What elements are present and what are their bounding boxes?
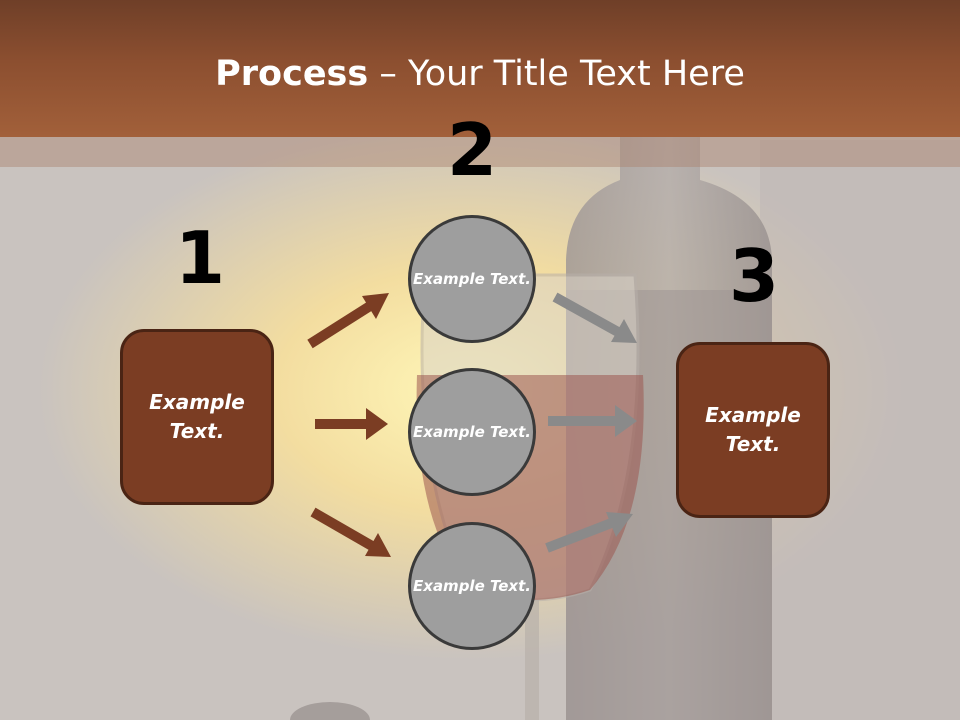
slide-title: Process – Your Title Text Here: [0, 52, 960, 96]
step-3-text: Example Text.: [705, 403, 801, 456]
title-rest: – Your Title Text Here: [368, 54, 745, 94]
arrow-1-to-middle: [315, 408, 388, 440]
step-1-text: Example Text.: [149, 390, 245, 443]
step-number-2: 2: [446, 108, 498, 192]
title-bold: Process: [215, 54, 369, 94]
step-number-3: 3: [728, 234, 780, 318]
arrow-1-to-top: [307, 293, 389, 349]
step-2-circle-top[interactable]: Example Text.: [408, 215, 536, 343]
step-number-1: 1: [174, 216, 226, 300]
step-2-circle-middle[interactable]: Example Text.: [408, 368, 536, 496]
arrow-middle-to-3: [548, 405, 637, 437]
title-band: [0, 0, 960, 137]
step-1-box[interactable]: Example Text.: [120, 329, 274, 505]
circle-bottom-text: Example Text.: [413, 576, 531, 595]
circle-top-text: Example Text.: [413, 269, 531, 288]
title-band-fade: [0, 137, 960, 167]
circle-middle-text: Example Text.: [413, 422, 531, 441]
arrow-1-to-bottom: [310, 507, 391, 557]
step-2-circle-bottom[interactable]: Example Text.: [408, 522, 536, 650]
step-3-box[interactable]: Example Text.: [676, 342, 830, 518]
arrow-bottom-to-3: [545, 512, 633, 553]
arrow-top-to-3: [552, 292, 637, 343]
